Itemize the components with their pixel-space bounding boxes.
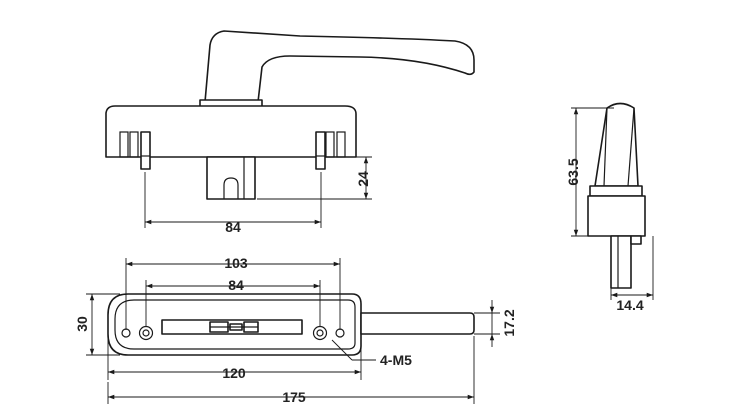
dim-base-width: 30	[74, 316, 90, 332]
side-collar	[589, 185, 643, 197]
dim-overall-length: 175	[282, 389, 306, 405]
side-view: 63.5 14.4	[565, 102, 654, 313]
side-grip	[594, 102, 639, 187]
plan-view: 103 84 30 17.2 4-M5 120 175	[74, 255, 517, 405]
side-base	[587, 195, 646, 237]
base-notch-left-1	[119, 131, 129, 158]
dim-bottom-outer: 103	[224, 255, 248, 271]
dim-screws: 4-M5	[380, 352, 412, 368]
plan-handle	[360, 312, 475, 335]
screw-right	[315, 131, 326, 170]
side-spindle	[610, 235, 632, 289]
dim-top-depth: 24	[355, 171, 371, 187]
screw-left	[140, 131, 151, 170]
plan-hole-inner-right	[312, 325, 328, 341]
dim-side-height: 63.5	[565, 158, 581, 185]
dim-hole-spacing: 120	[222, 365, 246, 381]
plan-hole-inner-left	[138, 325, 154, 341]
dim-top-spacing: 84	[225, 219, 241, 235]
base-notch-left-2	[129, 131, 139, 158]
lever-handle	[204, 30, 475, 103]
front-view: 84 24	[105, 30, 475, 235]
dim-handle-height: 17.2	[501, 309, 517, 336]
base-body	[105, 105, 357, 158]
dim-bottom-inner: 84	[228, 277, 244, 293]
dim-side-width: 14.4	[616, 297, 643, 313]
